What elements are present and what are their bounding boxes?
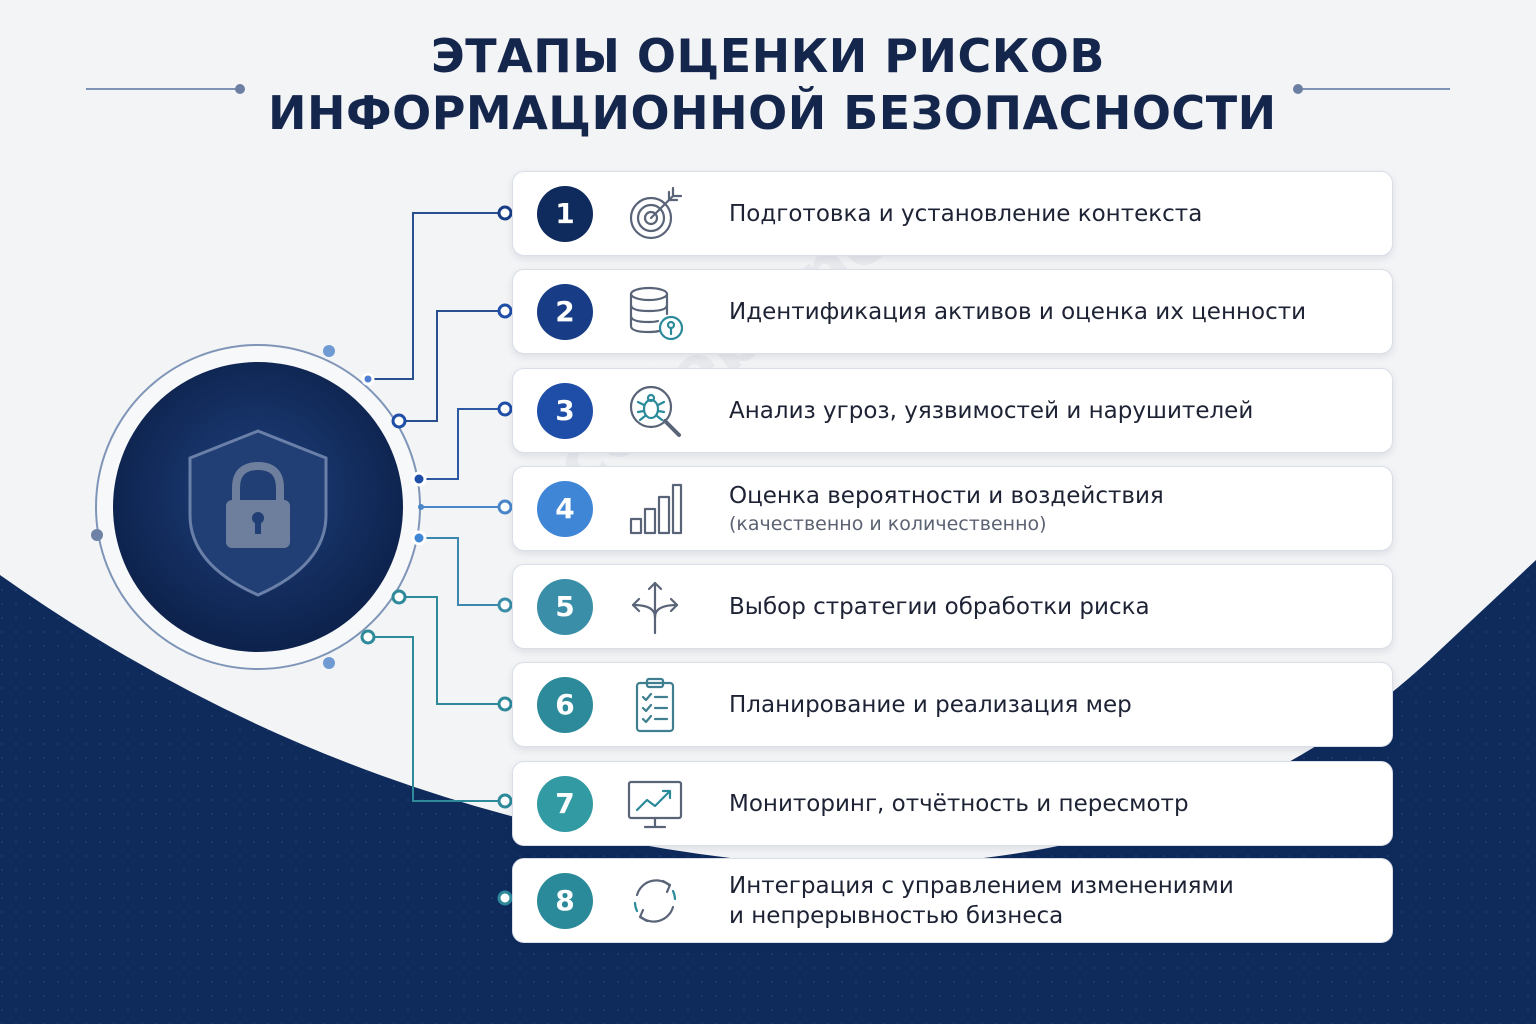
step-5-label: Выбор стратегии обработки риска bbox=[729, 593, 1150, 620]
step-4-text: Оценка вероятности и воздействия (качест… bbox=[729, 467, 1164, 550]
step-5-text: Выбор стратегии обработки риска bbox=[729, 565, 1150, 648]
arrows-split-icon bbox=[625, 577, 685, 637]
step-6-label: Планирование и реализация мер bbox=[729, 691, 1132, 718]
step-8-note: и непрерывностью бизнеса bbox=[729, 902, 1064, 929]
step-5-card: 5 Выбор стратегии обработки риска bbox=[512, 564, 1393, 649]
step-8-badge: 8 bbox=[537, 873, 593, 929]
step-1-badge: 1 bbox=[537, 186, 593, 242]
step-1-text: Подготовка и установление контекста bbox=[729, 172, 1202, 255]
step-3-card: 3 Анализ угроз, уязвимостей и нарушителе… bbox=[512, 368, 1393, 453]
monitor-chart-icon bbox=[625, 774, 685, 834]
step-8-label: Интеграция с управлением изменениями bbox=[729, 872, 1234, 899]
cycle-arrows-icon bbox=[625, 871, 685, 931]
step-6-text: Планирование и реализация мер bbox=[729, 663, 1132, 746]
page-title: ЭТАПЫ ОЦЕНКИ РИСКОВ ИНФОРМАЦИОННОЙ БЕЗОП… bbox=[268, 28, 1277, 142]
step-1-card: 1 Подготовка и установление контекста bbox=[512, 171, 1393, 256]
shield-lock-icon bbox=[188, 429, 328, 597]
database-icon bbox=[625, 282, 685, 342]
target-icon bbox=[625, 184, 685, 244]
step-5-badge: 5 bbox=[537, 579, 593, 635]
step-2-badge: 2 bbox=[537, 284, 593, 340]
step-3-label: Анализ угроз, уязвимостей и нарушителей bbox=[729, 397, 1254, 424]
checklist-icon bbox=[625, 675, 685, 735]
step-7-label: Мониторинг, отчётность и пересмотр bbox=[729, 790, 1189, 817]
step-4-label: Оценка вероятности и воздействия bbox=[729, 482, 1164, 509]
step-8-card: 8 Интеграция с управлением изменениями и… bbox=[512, 858, 1393, 943]
connector-dots bbox=[360, 205, 513, 906]
step-1-label: Подготовка и установление контекста bbox=[729, 200, 1203, 227]
step-7-text: Мониторинг, отчётность и пересмотр bbox=[729, 762, 1189, 845]
step-2-label: Идентификация активов и оценка их ценнос… bbox=[729, 298, 1307, 325]
step-3-text: Анализ угроз, уязвимостей и нарушителей bbox=[729, 369, 1253, 452]
step-4-card: 4 Оценка вероятности и воздействия (каче… bbox=[512, 466, 1393, 551]
step-2-card: 2 Идентификация активов и оценка их ценн… bbox=[512, 269, 1393, 354]
connector-lines bbox=[368, 212, 505, 802]
step-6-card: 6 Планирование и реализация мер bbox=[512, 662, 1393, 747]
step-2-text: Идентификация активов и оценка их ценнос… bbox=[729, 270, 1306, 353]
title-line-1: ЭТАПЫ ОЦЕНКИ РИСКОВ bbox=[431, 29, 1105, 83]
title-line-2: ИНФОРМАЦИОННОЙ БЕЗОПАСНОСТИ bbox=[268, 86, 1277, 140]
step-8-text: Интеграция с управлением изменениями и н… bbox=[729, 859, 1234, 942]
bar-chart-icon bbox=[625, 479, 685, 539]
step-4-note: (качественно и количественно) bbox=[729, 512, 1047, 535]
step-3-badge: 3 bbox=[537, 383, 593, 439]
step-6-badge: 6 bbox=[537, 677, 593, 733]
step-7-card: 7 Мониторинг, отчётность и пересмотр bbox=[512, 761, 1393, 846]
step-4-badge: 4 bbox=[537, 481, 593, 537]
bug-search-icon bbox=[625, 381, 685, 441]
step-7-badge: 7 bbox=[537, 776, 593, 832]
